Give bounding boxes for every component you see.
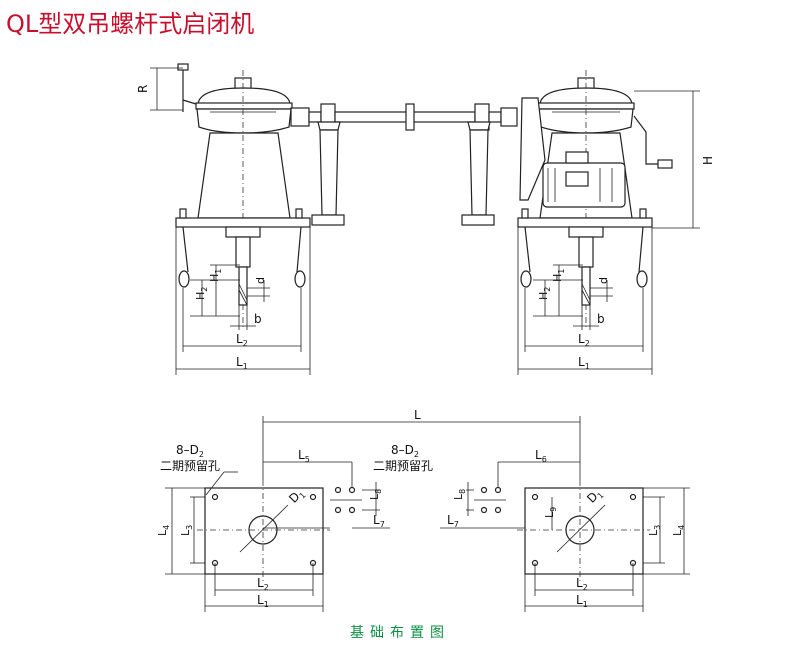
left-hoist-elevation xyxy=(150,63,336,330)
left-foundation-plan xyxy=(165,456,390,612)
label-L9: L9 xyxy=(543,507,558,518)
label-L2-right: L2 xyxy=(578,332,590,348)
diagram-title: QL型双吊螺杆式启闭机 xyxy=(6,10,255,38)
label-hole-note-mid: 二期预留孔 xyxy=(373,459,433,473)
label-L7-right: L7 xyxy=(447,513,459,529)
label-L1-plan-left: L1 xyxy=(257,593,269,609)
label-H2-right: H2 xyxy=(537,287,552,300)
label-H2-left: H2 xyxy=(194,287,209,300)
label-hole-note-left: 二期预留孔 xyxy=(160,459,220,473)
label-L5: L5 xyxy=(298,448,310,464)
label-L4-right: L4 xyxy=(671,525,686,536)
right-foundation-plan xyxy=(262,416,690,612)
foundation-caption: 基础布置图 xyxy=(350,625,450,641)
label-L8-left: L8 xyxy=(368,489,383,500)
label-L2-left: L2 xyxy=(236,332,248,348)
right-hoist-elevation xyxy=(517,70,700,330)
label-L1-plan-right: L1 xyxy=(576,593,588,609)
label-holes-left: 8–D2 xyxy=(176,443,204,459)
label-H1-left: H1 xyxy=(208,269,223,282)
label-L1-right: L1 xyxy=(578,355,590,371)
label-D1-left: D1 xyxy=(286,486,307,507)
label-d-left: d xyxy=(254,277,267,284)
label-L3-left: L3 xyxy=(179,525,194,536)
label-holes-mid: 8–D2 xyxy=(391,443,419,459)
transmission-shaft xyxy=(311,103,518,226)
right-elevation-dimensions xyxy=(517,227,653,375)
label-R: R xyxy=(136,85,150,93)
label-L2-plan-left: L2 xyxy=(257,576,269,592)
label-d-right: d xyxy=(597,277,610,284)
label-L4-left: L4 xyxy=(156,525,171,536)
label-L6: L6 xyxy=(535,448,547,464)
dimension-labels: R H H2 H1 d b L2 L1 H2 H1 d b L2 L1 L L5… xyxy=(136,85,715,609)
label-D1-right: D1 xyxy=(584,486,605,507)
label-L2-plan-right: L2 xyxy=(576,576,588,592)
label-L-overall: L xyxy=(414,408,421,422)
left-elevation-dimensions xyxy=(175,227,311,375)
label-L7-left: L7 xyxy=(373,513,385,529)
label-b-right: b xyxy=(597,312,605,326)
label-H: H xyxy=(701,156,715,165)
label-b-left: b xyxy=(254,312,262,326)
label-L1-left: L1 xyxy=(236,355,248,371)
label-L8-right: L8 xyxy=(452,489,467,500)
label-L3-right: L3 xyxy=(647,525,662,536)
label-H1-right: H1 xyxy=(551,269,566,282)
